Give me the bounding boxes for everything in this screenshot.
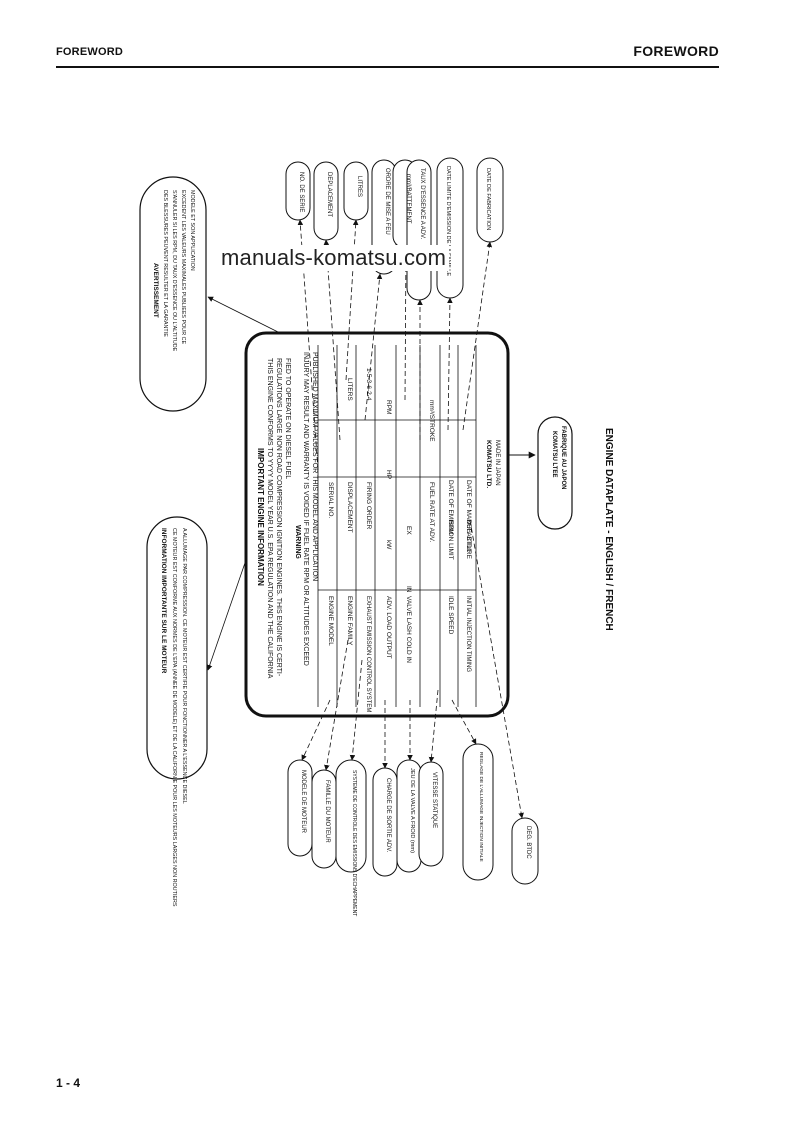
plate-label-exhaust-control: EXHAUST EMISSION CONTROL SYSTEM: [365, 596, 371, 712]
engine-dataplate: IMPORTANT ENGINE INFORMATION THIS ENGINE…: [244, 331, 510, 718]
svg-text:MODELE ET SON APPLICATION: MODELE ET SON APPLICATION: [189, 190, 195, 271]
callout-info-fr: INFORMATION IMPORTANTE SUR LE MOTEUR CE …: [146, 516, 208, 907]
callout-maker-fr: KOMATSU LTEE FABRIQUE AU JAPON: [537, 416, 573, 530]
plate-unit-mm3-stroke: mm³/STROKE: [428, 400, 435, 442]
callout-litres: LITRES: [356, 176, 362, 197]
plate-unit-rpm: RPM: [385, 400, 392, 414]
callout-systeme-controle: SYSTEME DE CONTROLE DES EMISSIONS D'ECHA…: [351, 770, 357, 916]
plate-label-idle-speed: IDLE SPEED: [447, 596, 454, 635]
plate-label-date-manufacture: DATE OF MANUFACTURE: [465, 480, 472, 560]
svg-text:DES BLESSURES PEUVENT RESULTER: DES BLESSURES PEUVENT RESULTER ET LA GAR…: [162, 190, 168, 337]
callout-ordre-mise-a-feu: ORDRE DE MISE A FEU: [384, 168, 390, 235]
plate-label-displacement: DISPLACEMENT: [346, 482, 353, 533]
plate-unit-in: IN: [405, 586, 412, 593]
callout-jeu-valve: JEU DE LA VALVE A FROID (mm): [409, 768, 415, 853]
page-number: 1 - 4: [56, 1076, 81, 1090]
plate-label-serial-no: SERIAL NO.: [327, 482, 334, 518]
plate-border: [244, 331, 510, 718]
callout-no-serie: NO. DE SERIE: [298, 172, 304, 212]
callout-deg-btdc: DEG. BTDC: [525, 826, 531, 859]
svg-text:CE MOTEUR EST CONFORME AUX NOR: CE MOTEUR EST CONFORME AUX NORMES DE L'E…: [171, 528, 177, 907]
plate-warning-1: INJURY MAY RESULT AND WARRANTY IS VOIDED…: [302, 352, 309, 666]
plate-maker: KOMATSU LTD.: [485, 440, 492, 488]
plate-table-grid: [317, 345, 477, 707]
header-title-right: FOREWORD: [633, 43, 719, 59]
plate-label-adv-load-output: ADV. LOAD OUTPUT: [385, 596, 392, 659]
plate-intro-2: REGULATIONS LARGE NON ROAD COMPRESSION I…: [275, 358, 282, 677]
plate-unit-ex: EX: [405, 526, 412, 535]
callout-mm3-battement: mm³/BATTEMENT: [405, 174, 411, 224]
svg-text:EXCEDENT LES VALEURS MAXIMALES: EXCEDENT LES VALEURS MAXIMALES PUBLIEES …: [180, 190, 186, 344]
plate-label-date-emission-limit: DATE OF EMISSION LIMIT: [447, 480, 454, 560]
svg-text:A ALLUMAGE PAR COMPRESSION. CE: A ALLUMAGE PAR COMPRESSION. CE MOTEUR ES…: [181, 528, 187, 804]
watermark: manuals-komatsu.com: [218, 245, 450, 271]
callout-famille-moteur: FAMILLE DU MOTEUR: [324, 780, 330, 843]
plate-intro-3: FIED TO OPERATE ON DIESEL FUEL: [284, 358, 291, 479]
plate-label-firing-order: FIRING ORDER: [365, 482, 372, 530]
callout-avertissement: AVERTISSEMENT DES BLESSURES PEUVENT RESU…: [139, 176, 207, 412]
plate-warning-2: PUBLISHED MAXIMUM VALUES FOR THIS MODEL …: [311, 352, 318, 581]
callout-date-fabrication: DATE DE FABRICATION: [485, 168, 491, 230]
plate-label-engine-model: ENGINE MODEL: [327, 596, 334, 646]
svg-text:INFORMATION IMPORTANTE SUR LE: INFORMATION IMPORTANTE SUR LE MOTEUR: [160, 528, 167, 674]
plate-intro-1: THIS ENGINE CONFORMS TO YYYY MODEL YEAR …: [266, 358, 273, 679]
callout-taux-essence: TAUX D'ESSENCE A ADV.: [419, 168, 425, 240]
plate-value-liters: LITERS: [346, 378, 353, 401]
svg-text:AVERTISSEMENT: AVERTISSEMENT: [152, 263, 159, 318]
callout-date-limite-emission: DATE LIMITE D'EMISSION DE LA FAMILLE: [445, 166, 451, 276]
plate-unit-deg-btdc: DEG. BTDC: [465, 520, 471, 553]
plate-label-valve-lash: VALVE LASH COLD IN: [405, 596, 412, 663]
plate-label-fuel-rate: FUEL RATE AT ADV.: [428, 482, 435, 542]
figure-caption: ENGINE DATAPLATE - ENGLISH / FRENCH: [603, 428, 614, 631]
page-header: FOREWORD FOREWORD: [56, 40, 719, 68]
callout-vitesse-statique: VITESSE STATIQUE: [431, 772, 437, 828]
callout-modele-moteur: MODELE DE MOTEUR: [300, 770, 306, 834]
plate-unit-hp: HP: [385, 470, 392, 479]
plate-label-engine-family: ENGINE FAMILY: [346, 596, 353, 646]
callouts-top: [285, 157, 504, 301]
header-title-left: FOREWORD: [56, 46, 123, 58]
plate-maker-origin: MADE IN JAPAN: [494, 440, 500, 486]
callout-charge-sortie: CHARGE DE SORTIE ADV.: [385, 778, 391, 853]
plate-unit-idle-rpm: RPM: [447, 520, 454, 534]
callout-reglage-allumage: REGLAGE DE L'ALLUMAGE INJECTION INITIALE: [478, 752, 484, 862]
arrows-bottom: [301, 519, 524, 819]
callout-deplacement: DEPLACEMENT: [326, 172, 332, 217]
plate-unit-kw: kW: [385, 540, 392, 550]
svg-text:FABRIQUE AU JAPON: FABRIQUE AU JAPON: [560, 426, 566, 489]
plate-warning-title: WARNING: [294, 525, 301, 559]
svg-text:S'ANNULER SI LES RPM, DU TAUX: S'ANNULER SI LES RPM, DU TAUX D'ESSENCE …: [171, 190, 177, 352]
svg-text:KOMATSU LTEE: KOMATSU LTEE: [551, 431, 557, 477]
plate-label-injection-timing: INITIAL INJECTION TIMING: [465, 596, 471, 672]
plate-title: IMPORTANT ENGINE INFORMATION: [256, 448, 265, 586]
